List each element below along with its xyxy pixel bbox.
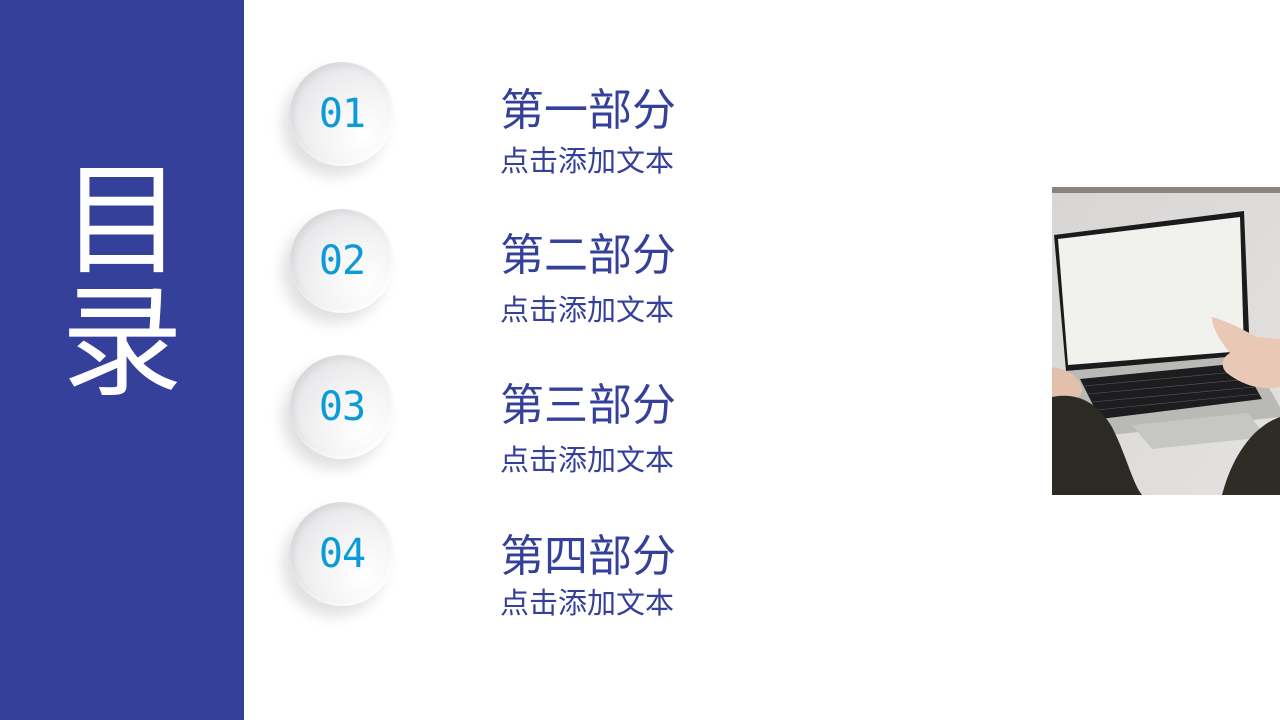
item-number: 04	[318, 531, 366, 577]
item-number: 01	[318, 91, 366, 137]
item-heading: 第三部分	[500, 380, 676, 431]
item-subtitle: 点击添加文本	[500, 443, 675, 477]
toc-title: 目 录	[0, 160, 244, 404]
toc-item-4[interactable]: 04 第四部分 点击添加文本	[290, 502, 790, 620]
item-number: 03	[318, 384, 366, 430]
toc-item-3[interactable]: 03 第三部分 点击添加文本	[290, 355, 790, 477]
sidebar-panel: 目 录	[0, 0, 244, 720]
toc-item-2[interactable]: 02 第二部分 点击添加文本	[290, 209, 790, 327]
number-badge: 02	[290, 209, 394, 313]
toc-title-char-1: 目	[61, 150, 183, 292]
item-heading: 第二部分	[500, 230, 676, 281]
laptop-photo	[1052, 187, 1280, 495]
number-badge: 01	[290, 62, 394, 166]
laptop-image-icon	[1052, 187, 1280, 495]
number-badge: 03	[290, 355, 394, 459]
toc-item-1[interactable]: 01 第一部分 点击添加文本	[290, 62, 790, 178]
item-subtitle: 点击添加文本	[500, 293, 675, 327]
item-heading: 第一部分	[500, 85, 676, 136]
item-subtitle: 点击添加文本	[500, 586, 675, 620]
toc-title-char-2: 录	[61, 272, 183, 414]
item-heading: 第四部分	[500, 531, 676, 582]
item-subtitle: 点击添加文本	[500, 144, 675, 178]
item-number: 02	[318, 238, 366, 284]
number-badge: 04	[290, 502, 394, 606]
